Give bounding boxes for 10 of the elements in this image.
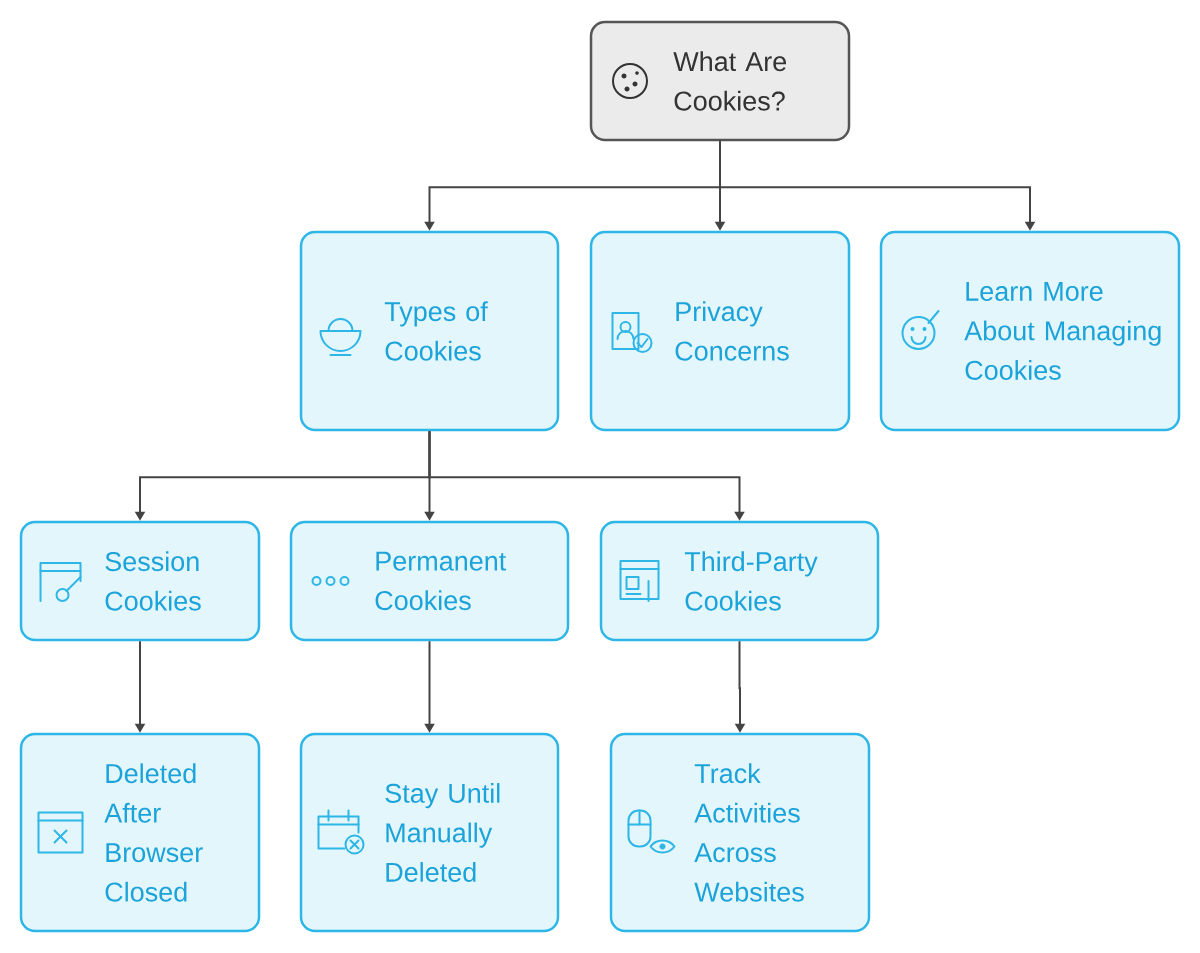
process-box: Stay Until Manually Deleted: [299, 732, 560, 933]
process-box: Session Cookies: [19, 520, 261, 642]
process-box: Privacy Concerns: [589, 230, 851, 432]
process-box: Third-Party Cookies: [599, 520, 880, 642]
root-box: What Are Cookies?: [589, 20, 851, 142]
process-box: Learn More About Managing Cookies: [879, 230, 1181, 432]
process-box: Permanent Cookies: [289, 520, 570, 642]
process-box: Track Activities Across Websites: [609, 732, 871, 933]
process-box: Deleted After Browser Closed: [19, 732, 261, 933]
process-box: Types of Cookies: [299, 230, 560, 432]
